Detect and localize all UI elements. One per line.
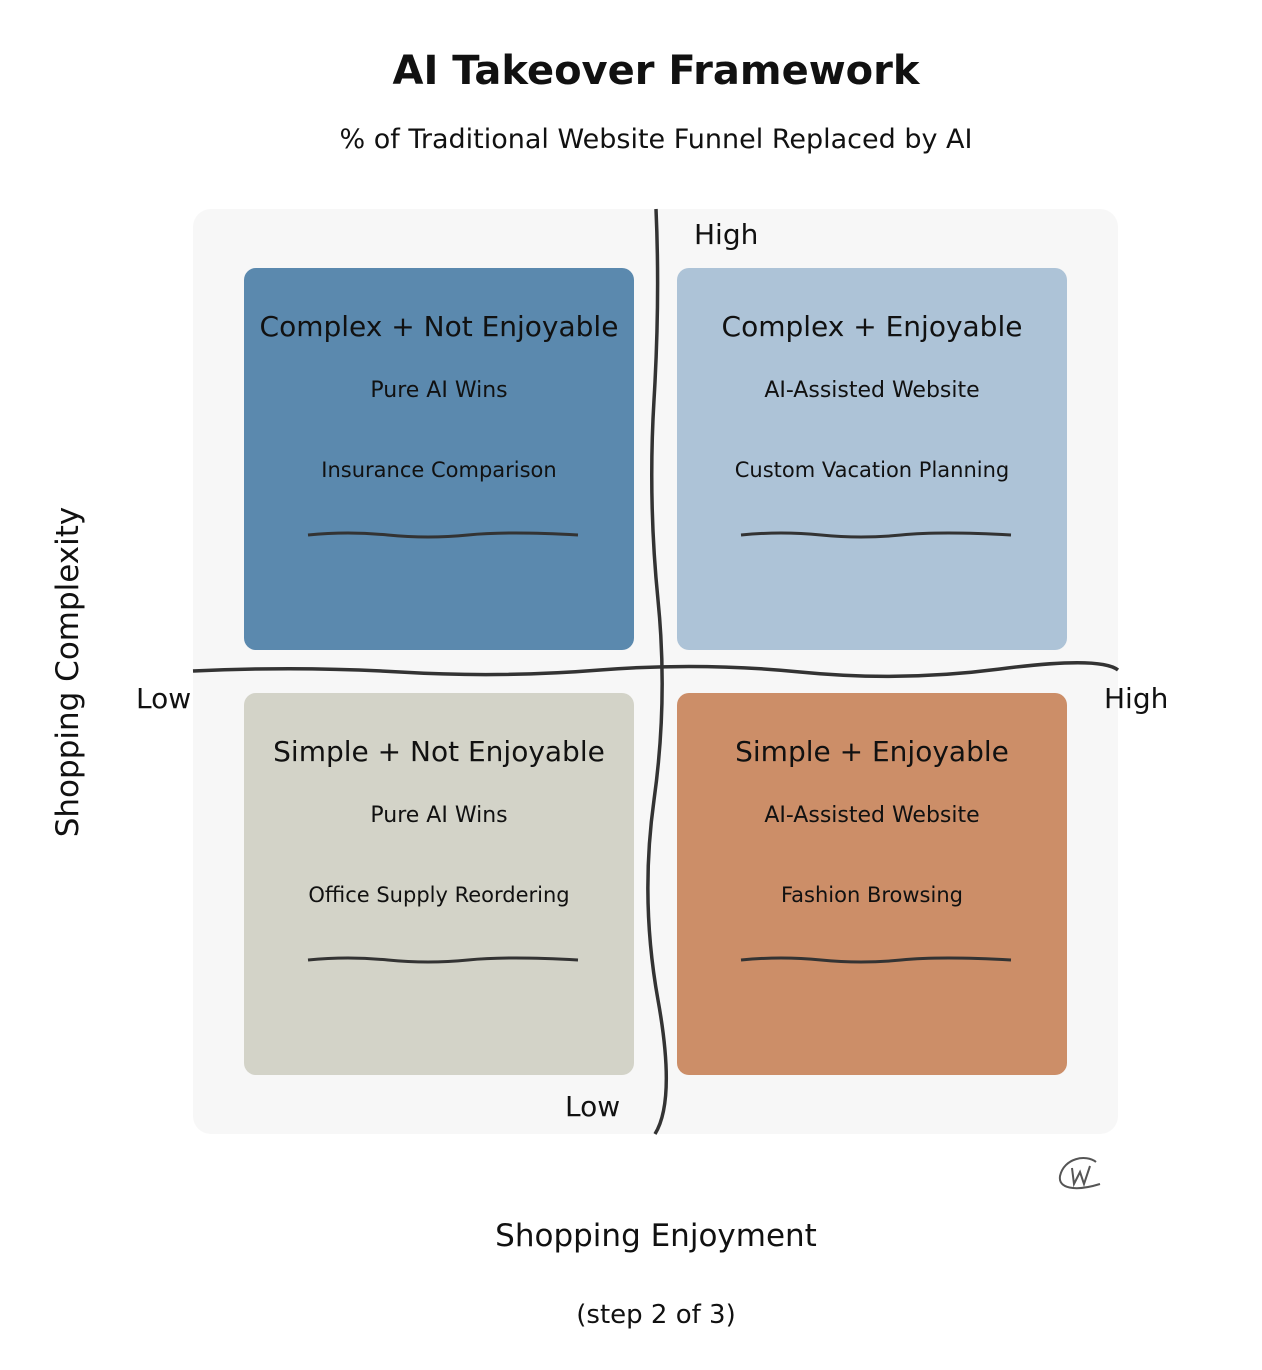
quadrant-simple-enjoyable: Simple + Enjoyable AI-Assisted Website F…: [677, 693, 1067, 1075]
author-logo-icon: [1058, 1157, 1101, 1190]
y-axis-title: Shopping Complexity: [50, 506, 86, 838]
quadrant-complex-enjoyable: Complex + Enjoyable AI-Assisted Website …: [677, 268, 1067, 650]
quadrant-title: Complex + Enjoyable: [721, 310, 1023, 343]
diagram-subtitle: % of Traditional Website Funnel Replaced…: [339, 124, 973, 155]
blank-line: [740, 531, 1012, 539]
quadrant-example: Custom Vacation Planning: [734, 458, 1010, 482]
quadrant-example: Insurance Comparison: [321, 458, 557, 482]
quadrant-example: Fashion Browsing: [781, 883, 963, 907]
x-axis-high-label: High: [1104, 682, 1169, 715]
quadrant-simple-not-enjoyable: Simple + Not Enjoyable Pure AI Wins Offi…: [244, 693, 634, 1075]
y-axis-high-label: High: [694, 218, 759, 251]
x-axis-title: Shopping Enjoyment: [495, 1218, 817, 1254]
quadrant-subtitle: AI-Assisted Website: [764, 803, 980, 828]
vertical-axis: [646, 208, 668, 1135]
y-axis-low-label: Low: [565, 1090, 621, 1123]
blank-line: [740, 956, 1012, 964]
diagram-title: AI Takeover Framework: [392, 48, 920, 94]
quadrant-title: Simple + Not Enjoyable: [273, 735, 605, 768]
quadrant-subtitle: AI-Assisted Website: [764, 378, 980, 403]
quadrant-complex-not-enjoyable: Complex + Not Enjoyable Pure AI Wins Ins…: [244, 268, 634, 650]
quadrant-subtitle: Pure AI Wins: [370, 378, 508, 403]
blank-line: [307, 531, 579, 539]
quadrant-title: Complex + Not Enjoyable: [259, 310, 619, 343]
step-indicator: (step 2 of 3): [576, 1300, 736, 1330]
quadrant-title: Simple + Enjoyable: [735, 735, 1009, 768]
horizontal-axis: [192, 661, 1120, 679]
blank-line: [307, 956, 579, 964]
quadrant-subtitle: Pure AI Wins: [370, 803, 508, 828]
x-axis-low-label: Low: [136, 682, 192, 715]
quadrant-example: Office Supply Reordering: [308, 883, 570, 907]
